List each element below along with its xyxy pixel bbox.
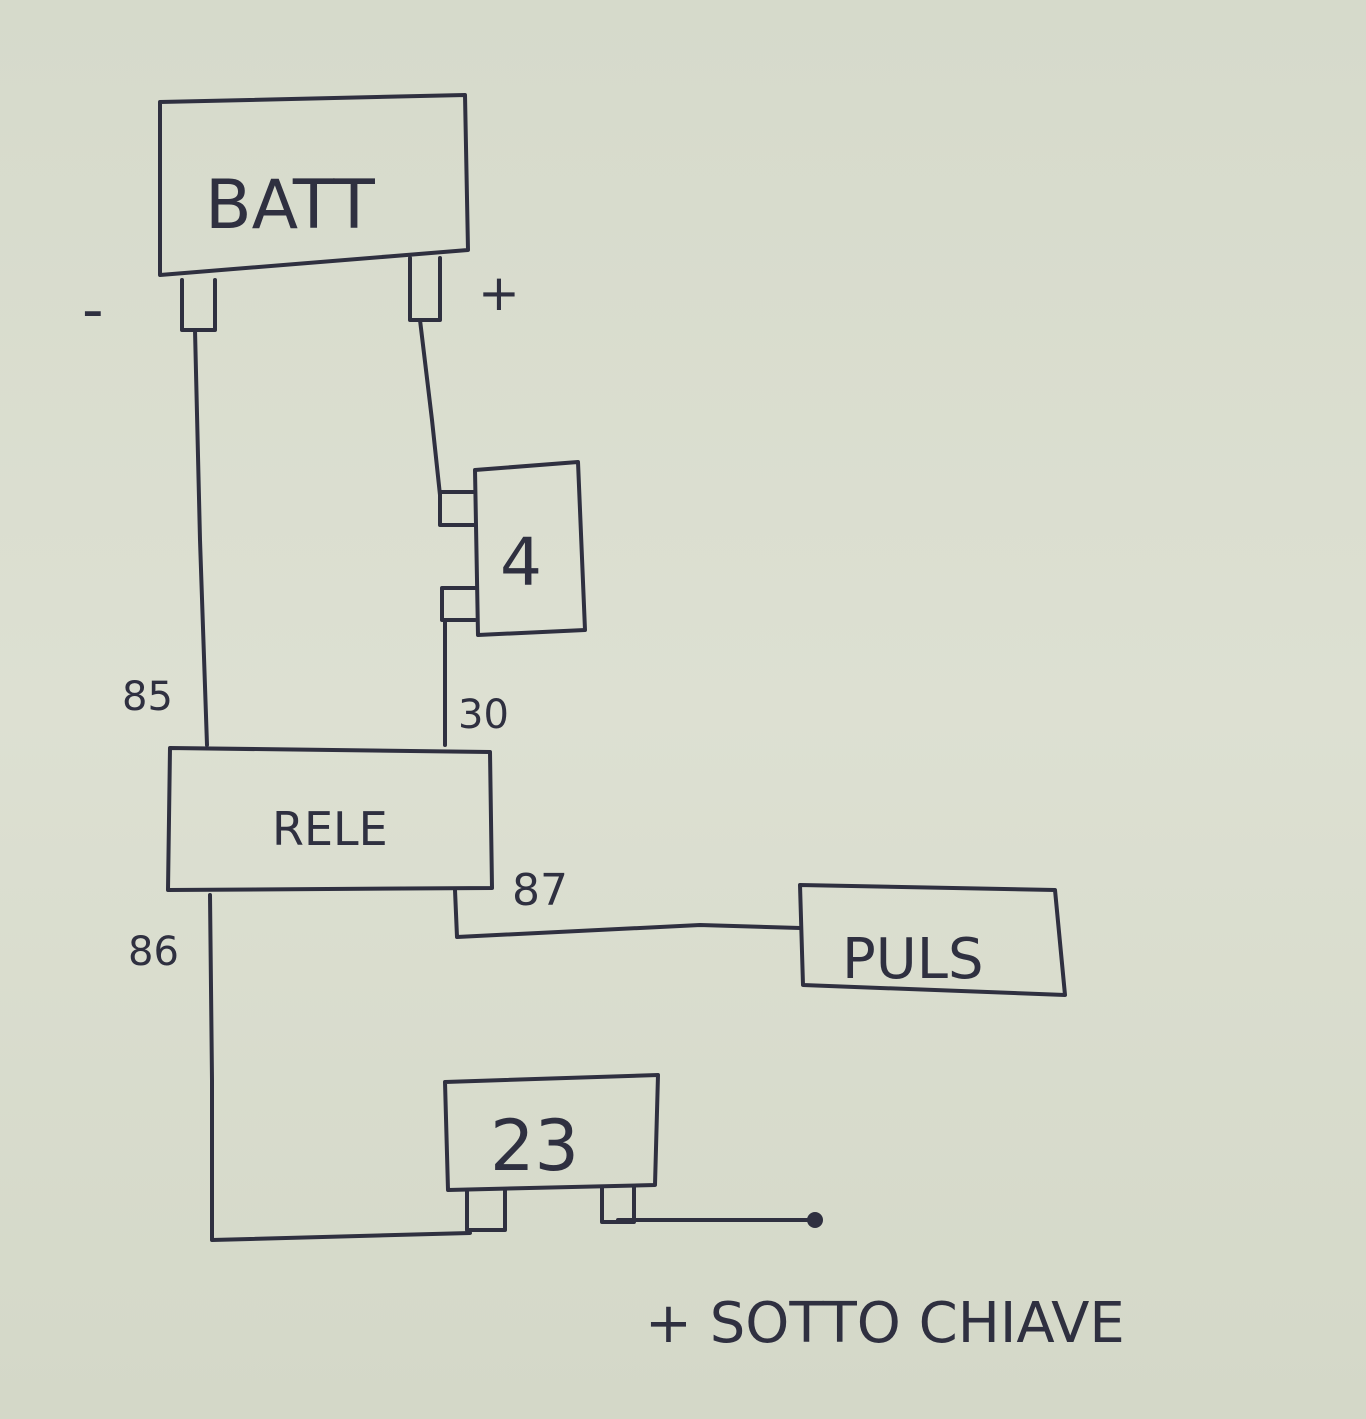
battery-positive-terminal: [408, 256, 442, 322]
fuse-23-terminal-right: [600, 1185, 636, 1224]
battery: BATT - +: [82, 93, 520, 345]
fuse-4-terminal-bottom: [440, 586, 477, 622]
button-puls: PULS: [798, 883, 1067, 997]
wire-positive-to-fuse: [418, 318, 442, 497]
relay-pin-30: 30: [458, 692, 509, 738]
relay-label: RELE: [272, 802, 388, 856]
relay-pin-85: 85: [122, 674, 173, 720]
wire-negative-to-85: [193, 328, 209, 747]
key-power-note: + SOTTO CHIAVE: [645, 1291, 1125, 1356]
fuse-4-box: [473, 460, 587, 637]
battery-box: [158, 93, 470, 277]
relay-pin-86: 86: [128, 929, 179, 975]
fuse-23-terminal-left: [465, 1188, 507, 1232]
key-power-terminal: [807, 1212, 823, 1228]
relay-pin-87: 87: [512, 865, 568, 916]
relay-box: [166, 746, 494, 892]
fuse-4: 4: [438, 460, 587, 637]
button-box: [798, 883, 1067, 997]
fuse-4-terminal-top: [438, 490, 477, 527]
fuse-23-box: [443, 1073, 660, 1192]
wire-86-to-fuse2: [208, 893, 472, 1242]
battery-label: BATT: [205, 166, 375, 245]
fuse-23-label: 23: [490, 1105, 579, 1187]
battery-positive-label: +: [478, 264, 520, 322]
battery-negative-terminal: [180, 278, 217, 332]
wire-87-to-button: [453, 888, 802, 939]
fuse-4-label: 4: [500, 524, 542, 601]
relay: RELE 85 30 87 86: [122, 674, 568, 975]
button-label: PULS: [842, 927, 984, 992]
fuse-23: 23: [443, 1073, 660, 1232]
battery-negative-label: -: [82, 275, 104, 345]
